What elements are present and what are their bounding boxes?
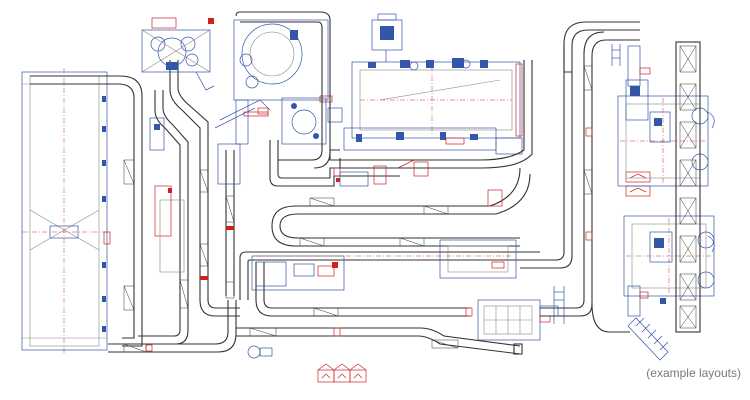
conveyor-vertical-a xyxy=(138,90,189,345)
example-layouts-caption: (example layouts) xyxy=(646,366,741,380)
palletiser-cell-lower xyxy=(623,215,715,317)
rotary-machine-center xyxy=(214,11,331,145)
red-marker-row-bottom xyxy=(317,363,367,383)
bay-side-sensors xyxy=(102,96,106,332)
conveyor-right-riser xyxy=(520,21,640,333)
conveyor-mid-transfer xyxy=(239,239,540,300)
packing-cell-equipment-row xyxy=(368,58,488,71)
conveyor-upper-return xyxy=(269,60,429,187)
conveyor-serpentine xyxy=(271,60,533,247)
palletiser-cell-upper xyxy=(611,44,709,187)
left-storage-bay xyxy=(21,68,111,354)
diagonal-roller-exit xyxy=(627,317,669,361)
conveyor-vertical-c xyxy=(217,143,241,299)
conveyor-vertical-b xyxy=(169,60,240,317)
conveyor-left-loop xyxy=(30,75,143,347)
roller-ladder xyxy=(553,286,565,324)
labeler-machine xyxy=(281,95,343,145)
packer-station xyxy=(477,299,559,355)
conveyor-bottom-run xyxy=(108,300,237,353)
red-marker-group xyxy=(625,171,651,197)
rotary-machine-left xyxy=(141,17,215,91)
pallet-storage-column xyxy=(675,41,715,333)
conveyor-lower-run xyxy=(236,262,521,359)
central-packing-cell xyxy=(343,13,523,155)
